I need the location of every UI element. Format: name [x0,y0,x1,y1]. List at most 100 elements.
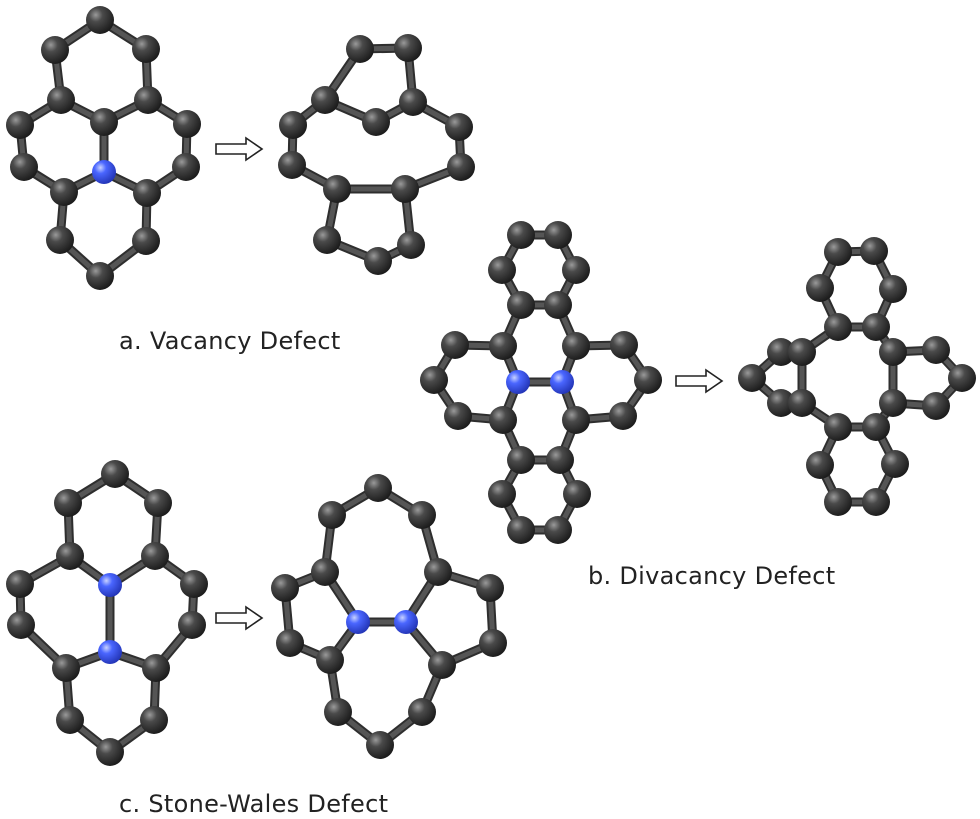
carbon-atom [879,338,907,366]
carbon-atom [56,542,84,570]
molecule-stone-wales-after [271,474,507,759]
carbon-atom [101,460,129,488]
carbon-atom [806,451,834,479]
carbon-atom [86,6,114,34]
molecule-layer [6,6,976,766]
carbon-atom [563,480,591,508]
carbon-atom [364,247,392,275]
carbon-atom [507,221,535,249]
carbon-atom [788,389,816,417]
carbon-atom [52,654,80,682]
carbon-atom [140,706,168,734]
carbon-atom [479,629,507,657]
carbon-atom [546,446,574,474]
carbon-atom [311,558,339,586]
substituted-atom [550,370,574,394]
carbon-atom [180,570,208,598]
carbon-atom [271,574,299,602]
carbon-atom [366,731,394,759]
carbon-atom [806,274,834,302]
carbon-atom [922,336,950,364]
carbon-atom [41,36,69,64]
carbon-atom [488,480,516,508]
carbon-atom [132,35,160,63]
substituted-atom [98,573,122,597]
carbon-atom [316,646,344,674]
carbon-atom [507,446,535,474]
carbon-atom [862,413,890,441]
carbon-atom [362,108,390,136]
molecule-vacancy-after [278,34,475,275]
molecule-vacancy-before [6,6,201,290]
carbon-atom [90,108,118,136]
carbon-atom [408,698,436,726]
caption-divacancy-defect: b. Divacancy Defect [588,562,836,590]
carbon-atom [323,175,351,203]
carbon-atom [824,413,852,441]
carbon-atom [311,86,339,114]
carbon-atom [562,332,590,360]
carbon-atom [86,262,114,290]
carbon-atom [10,153,38,181]
substituted-atom [346,610,370,634]
carbon-atom [144,489,172,517]
arrow-layer [215,136,724,631]
carbon-atom [860,237,888,265]
substituted-atom [394,610,418,634]
carbon-atom [178,611,206,639]
carbon-atom [544,291,572,319]
carbon-atom [399,88,427,116]
carbon-atom [488,256,516,284]
carbon-atom [391,175,419,203]
carbon-atom [444,402,472,430]
carbon-atom [738,364,766,392]
carbon-atom [47,86,75,114]
carbon-atom [824,313,852,341]
carbon-atom [544,221,572,249]
carbon-atom [364,474,392,502]
carbon-atom [476,574,504,602]
substituted-atom [506,370,530,394]
right-outline-arrow-icon [215,136,264,162]
carbon-atom [346,35,374,63]
carbon-atom [279,111,307,139]
carbon-atom [948,364,976,392]
carbon-atom [313,226,341,254]
carbon-atom [46,226,74,254]
carbon-atom [862,313,890,341]
carbon-atom [562,406,590,434]
carbon-atom [96,738,124,766]
carbon-atom [6,111,34,139]
carbon-atom [132,227,160,255]
caption-vacancy-defect: a. Vacancy Defect [119,327,341,355]
carbon-atom [50,178,78,206]
carbon-atom [142,654,170,682]
carbon-atom [767,338,795,366]
carbon-atom [397,231,425,259]
caption-stone-wales-defect: c. Stone-Wales Defect [119,790,389,818]
carbon-atom [562,256,590,284]
molecule-stone-wales-before [6,460,208,766]
carbon-atom [318,501,346,529]
carbon-atom [544,516,572,544]
right-outline-arrow-icon [675,368,724,394]
carbon-atom [173,110,201,138]
substituted-atom [98,640,122,664]
carbon-atom [922,392,950,420]
carbon-atom [424,558,452,586]
carbon-atom [489,332,517,360]
carbon-atom [445,113,473,141]
carbon-atom [609,402,637,430]
carbon-atom [634,366,662,394]
carbon-atom [172,153,200,181]
carbon-atom [420,366,448,394]
carbon-atom [507,516,535,544]
carbon-atom [824,238,852,266]
carbon-atom [824,488,852,516]
carbon-atom [276,629,304,657]
molecule-divacancy-before [420,221,662,544]
carbon-atom [447,153,475,181]
carbon-atom [141,542,169,570]
carbon-atom [507,291,535,319]
